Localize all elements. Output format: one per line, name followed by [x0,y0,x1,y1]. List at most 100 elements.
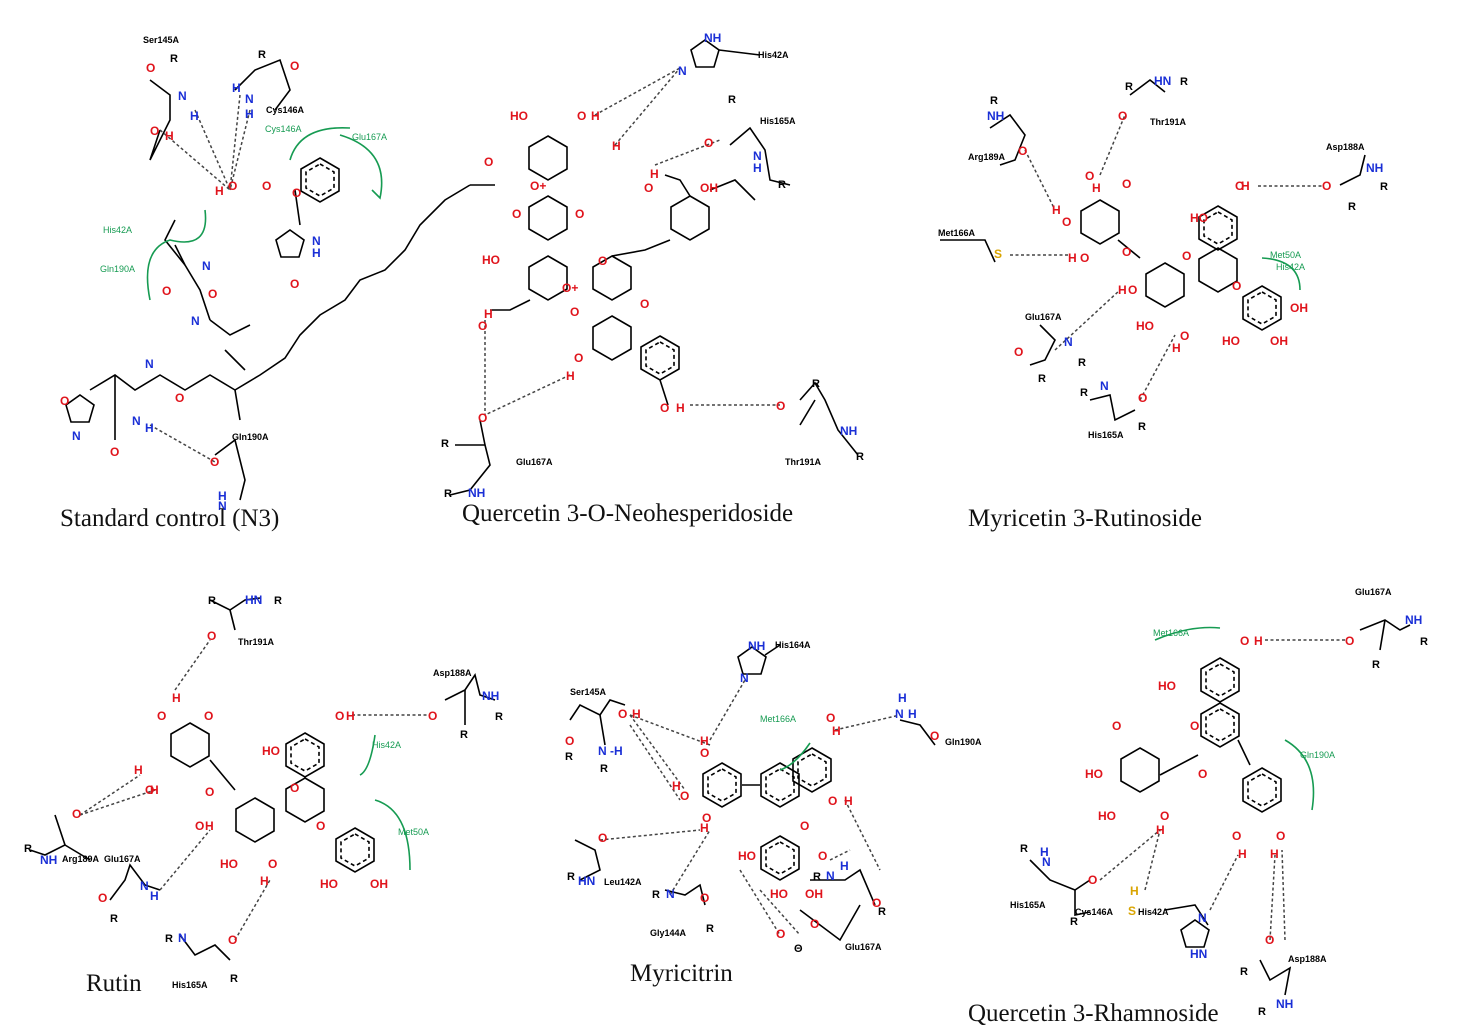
rutin-residue-label: Thr191A [238,637,275,647]
svg-text:N: N [202,259,211,273]
svg-text:H: H [165,129,174,143]
svg-text:H: H [346,709,355,723]
n3-hydrophobic-label: His42A [103,225,132,235]
svg-text:N: N [895,707,904,721]
svg-text:H: H [1052,203,1061,217]
svg-text:N: N [72,429,81,443]
svg-text:H: H [753,161,762,175]
caption-q3r: Quercetin 3-Rhamnoside [968,1000,1219,1027]
svg-text:HO: HO [770,887,788,901]
svg-text:R: R [1420,636,1428,648]
svg-text:H: H [312,246,321,260]
rutin-hydrophobic-label: Met50A [398,827,429,837]
svg-text:O: O [872,896,881,910]
svg-text:O: O [290,277,299,291]
svg-text:R: R [1125,81,1133,93]
svg-text:HO: HO [1190,211,1208,225]
svg-text:N: N [1042,855,1051,869]
svg-text:R: R [1078,357,1086,369]
svg-text:H: H [172,691,181,705]
svg-text:-H: -H [610,744,623,758]
svg-text:HO: HO [482,253,500,267]
svg-text:H: H [1270,847,1279,861]
svg-text:O: O [1235,179,1244,193]
svg-text:O: O [1276,829,1285,843]
svg-text:O: O [157,709,166,723]
svg-text:O: O [1080,251,1089,265]
svg-text:O: O [818,849,827,863]
m3r-residue-label: Met166A [938,228,976,238]
svg-text:N: N [132,414,141,428]
n3-hydrophobic-label: Cys146A [265,124,302,134]
svg-text:O: O [316,819,325,833]
svg-text:O: O [1190,719,1199,733]
svg-text:H: H [1254,634,1263,648]
svg-text:R: R [600,763,608,775]
svg-text:H: H [484,307,493,321]
svg-text:O: O [700,746,709,760]
svg-text:O: O [268,857,277,871]
svg-text:HO: HO [1136,319,1154,333]
svg-text:O: O [577,109,586,123]
svg-text:O: O [1122,177,1131,191]
svg-text:H: H [190,109,199,123]
svg-text:O: O [207,629,216,643]
svg-text:O: O [1085,169,1094,183]
panel-m3r: NH R O R HN R O O H O H O O S H O H O HO… [938,74,1388,440]
svg-text:H: H [1241,179,1250,193]
svg-text:O: O [776,927,785,941]
svg-text:OH: OH [1270,334,1288,348]
svg-text:O: O [175,391,184,405]
q3r-residue-label: His165A [1010,900,1046,910]
svg-text:N: N [178,931,187,945]
svg-text:S: S [994,247,1002,261]
svg-text:R: R [1380,181,1388,193]
myricitrin-residue-label: Glu167A [845,942,882,952]
svg-text:R: R [274,595,282,607]
svg-text:O: O [484,155,493,169]
svg-text:HO: HO [262,744,280,758]
svg-text:O: O [195,819,204,833]
svg-text:N: N [826,869,835,883]
svg-text:O: O [565,734,574,748]
svg-text:R: R [652,889,660,901]
svg-text:O: O [1180,329,1189,343]
myricitrin-residue-label: His164A [775,640,811,650]
svg-text:O: O [810,917,819,931]
svg-text:O: O [204,709,213,723]
svg-text:N: N [245,92,254,106]
svg-text:O: O [680,789,689,803]
svg-text:O: O [570,305,579,319]
svg-text:R: R [1348,201,1356,213]
svg-text:O+: O+ [562,281,578,295]
svg-text:O: O [618,707,627,721]
svg-text:H: H [672,779,681,793]
rutin-residue-label: His165A [172,980,208,990]
svg-text:NH: NH [468,486,485,500]
svg-text:H: H [1092,181,1101,195]
svg-text:R: R [1180,76,1188,88]
svg-text:H: H [260,874,269,888]
svg-text:O: O [575,207,584,221]
svg-text:H: H [1118,283,1127,297]
svg-text:H: H [145,421,154,435]
svg-text:N: N [1198,911,1207,925]
q3n-residue-label: Glu167A [516,457,553,467]
svg-text:R: R [1258,1006,1266,1018]
svg-text:H: H [676,401,685,415]
svg-text:O+: O+ [530,179,546,193]
svg-text:H: H [898,691,907,705]
rutin-hydrophobic-label: His42A [372,740,401,750]
svg-text:R: R [460,729,468,741]
svg-text:O: O [598,254,607,268]
svg-text:O: O [598,831,607,845]
panel-n3: O R N H O H H N H R O H O O O N N N N H … [60,35,495,513]
svg-text:R: R [208,595,216,607]
svg-text:R: R [230,973,238,985]
svg-text:H: H [1238,847,1247,861]
svg-text:R: R [706,923,714,935]
m3r-residue-label: Glu167A [1025,312,1062,322]
svg-text:N: N [191,314,200,328]
svg-text:O: O [640,297,649,311]
